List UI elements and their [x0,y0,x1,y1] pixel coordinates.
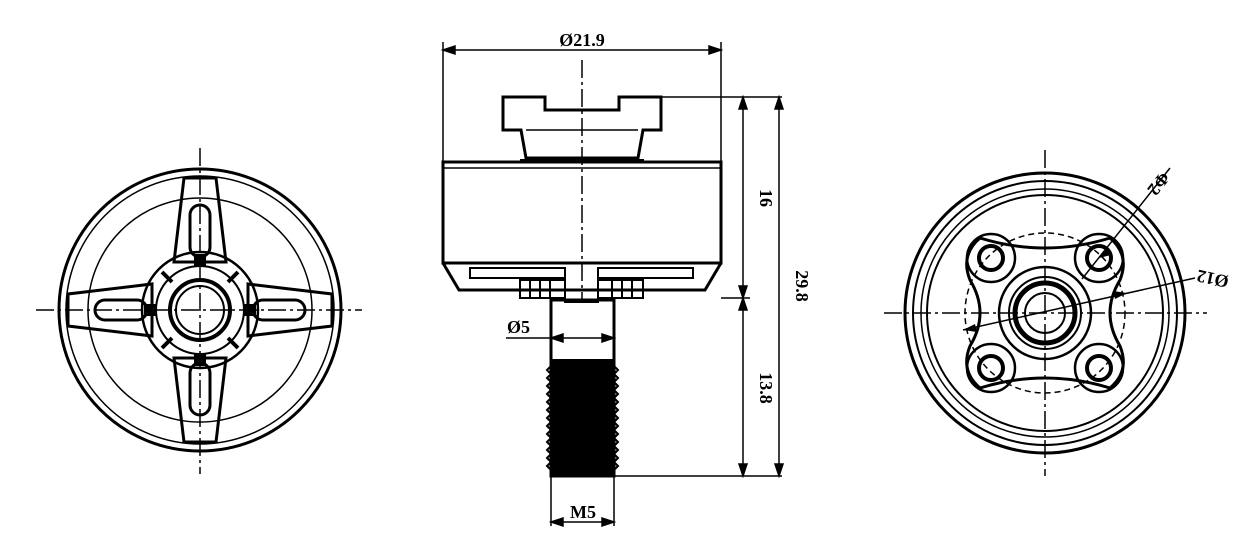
dimension-lines [440,42,785,528]
prop-adapter [501,95,663,160]
dim-height-body: 16 [756,189,776,207]
dim-shaft-diameter: Ø5 [507,317,530,337]
bottom-view-arms [66,176,334,444]
dim-shaft-length: 13.8 [756,372,776,404]
side-view [440,42,785,528]
dim-height-total: 29.8 [792,270,812,302]
top-view-centerlines [884,150,1207,476]
dim-diameter-body: Ø21.9 [559,30,605,50]
shaft-thread [545,359,620,477]
bottom-view-centerlines [36,148,362,474]
mount-holes [965,232,1125,394]
bottom-view [36,148,362,474]
dim-mount-diameter: Ø12 [1195,266,1230,292]
dim-thread: M5 [570,502,596,522]
top-view [884,150,1207,476]
